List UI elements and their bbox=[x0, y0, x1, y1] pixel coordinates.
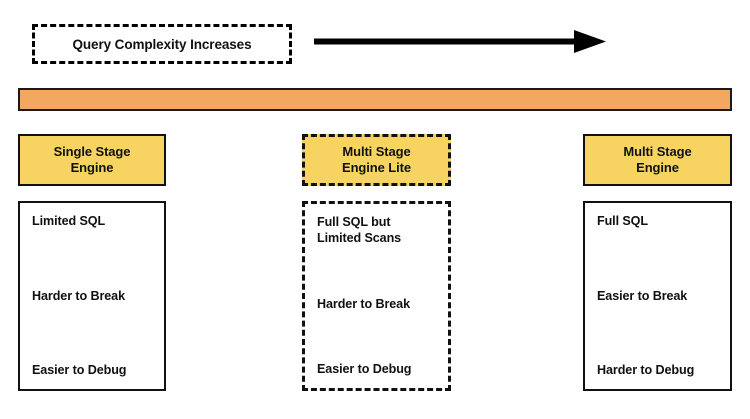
column-multi-stage-engine-lite: Multi Stage Engine Lite Full SQL but Lim… bbox=[302, 134, 451, 391]
feature-item: Easier to Debug bbox=[317, 362, 412, 377]
engine-title-line1: Multi Stage bbox=[342, 144, 411, 160]
feature-line2: Limited Scans bbox=[317, 230, 402, 245]
engine-title-line2: Engine Lite bbox=[342, 160, 411, 175]
engine-body-single-stage: Limited SQL Harder to Break Easier to De… bbox=[18, 201, 166, 391]
query-complexity-caption-box: Query Complexity Increases bbox=[32, 24, 292, 64]
complexity-spectrum-bar bbox=[18, 88, 732, 111]
feature-item: Limited SQL bbox=[32, 214, 106, 228]
feature-item: Harder to Debug bbox=[597, 363, 695, 378]
engine-title-single-stage: Single Stage Engine bbox=[54, 144, 131, 176]
engine-title-multi-stage: Multi Stage Engine bbox=[623, 144, 691, 176]
feature-item: Easier to Break bbox=[597, 288, 688, 303]
engine-header-multi-stage: Multi Stage Engine bbox=[583, 134, 732, 186]
query-complexity-caption-text: Query Complexity Increases bbox=[72, 36, 252, 52]
engine-body-multi-stage: Full SQL Easier to Break Harder to Debug bbox=[583, 201, 732, 391]
engine-header-single-stage: Single Stage Engine bbox=[18, 134, 166, 186]
engine-title-line1: Single Stage bbox=[53, 144, 131, 160]
engine-body-multi-stage-lite: Full SQL but Limited Scans Harder to Bre… bbox=[302, 201, 451, 391]
engine-title-line1: Multi Stage bbox=[623, 144, 692, 160]
feature-item: Easier to Debug bbox=[32, 363, 127, 378]
engine-title-multi-stage-lite: Multi Stage Engine Lite bbox=[342, 144, 411, 176]
engine-title-line2: Engine bbox=[70, 160, 114, 175]
column-single-stage-engine: Single Stage Engine Limited SQL Harder t… bbox=[18, 134, 166, 391]
feature-item: Harder to Break bbox=[32, 288, 125, 303]
feature-item: Full SQL bbox=[597, 214, 648, 228]
right-arrow-icon bbox=[312, 26, 612, 60]
feature-item: Harder to Break bbox=[317, 296, 410, 311]
engine-title-line2: Engine bbox=[636, 160, 679, 175]
feature-item: Full SQL but Limited Scans bbox=[317, 215, 436, 247]
column-multi-stage-engine: Multi Stage Engine Full SQL Easier to Br… bbox=[583, 134, 732, 391]
engine-header-multi-stage-lite: Multi Stage Engine Lite bbox=[302, 134, 451, 186]
feature-line1: Full SQL but bbox=[317, 215, 391, 229]
